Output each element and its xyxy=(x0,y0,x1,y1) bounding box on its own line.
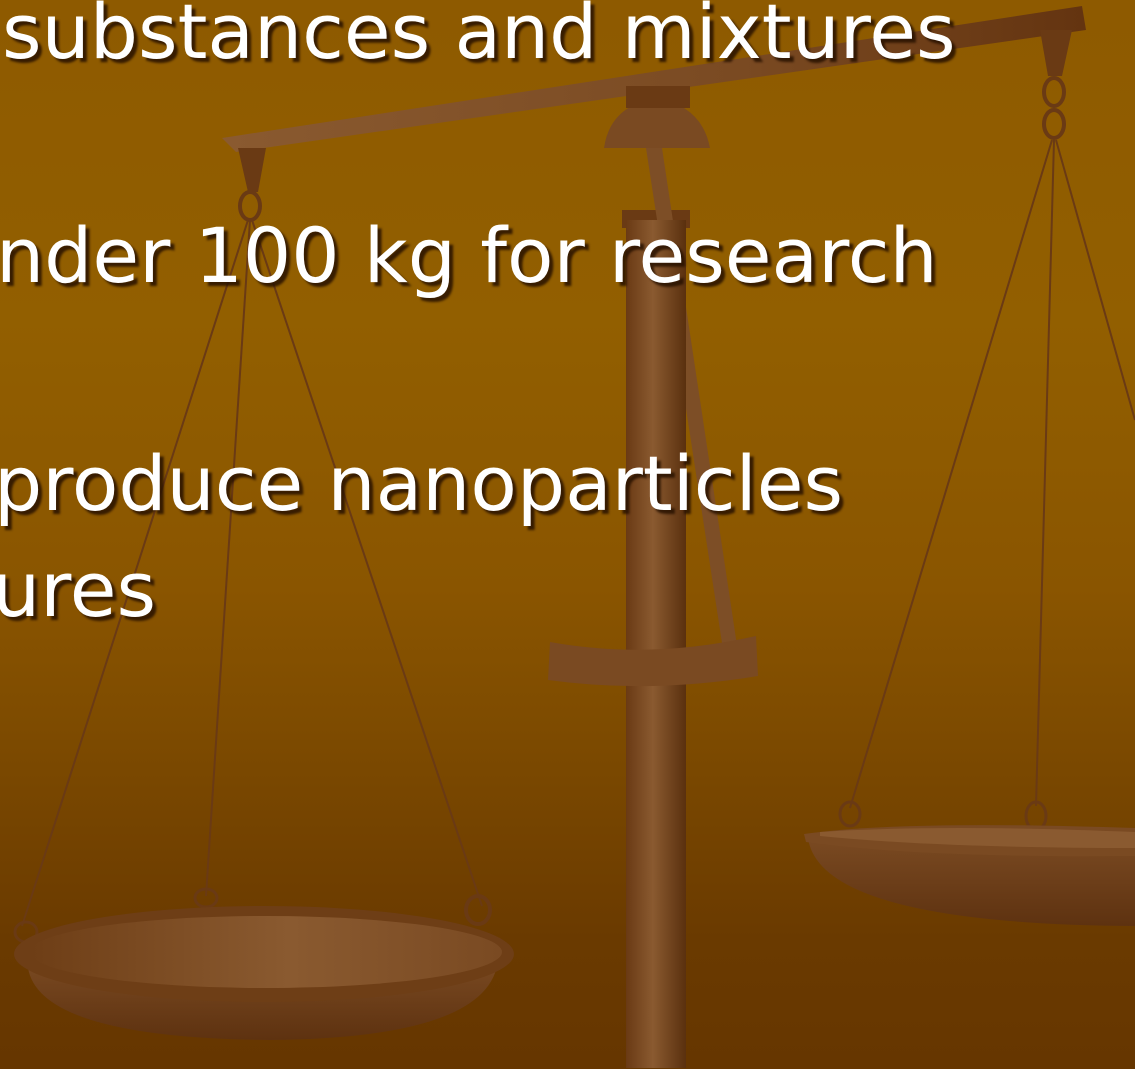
scale-beam xyxy=(222,6,1086,152)
scale-post xyxy=(548,86,758,1068)
slide-text-line-3: produce nanoparticles xyxy=(0,439,844,528)
left-scale-pan xyxy=(13,148,514,1040)
slide-text-line-1: substances and mixtures xyxy=(2,0,956,76)
slide-text-line-4: ures xyxy=(0,545,157,634)
slide-text-line-2: nder 100 kg for research xyxy=(0,211,938,300)
right-scale-pan xyxy=(804,30,1135,926)
